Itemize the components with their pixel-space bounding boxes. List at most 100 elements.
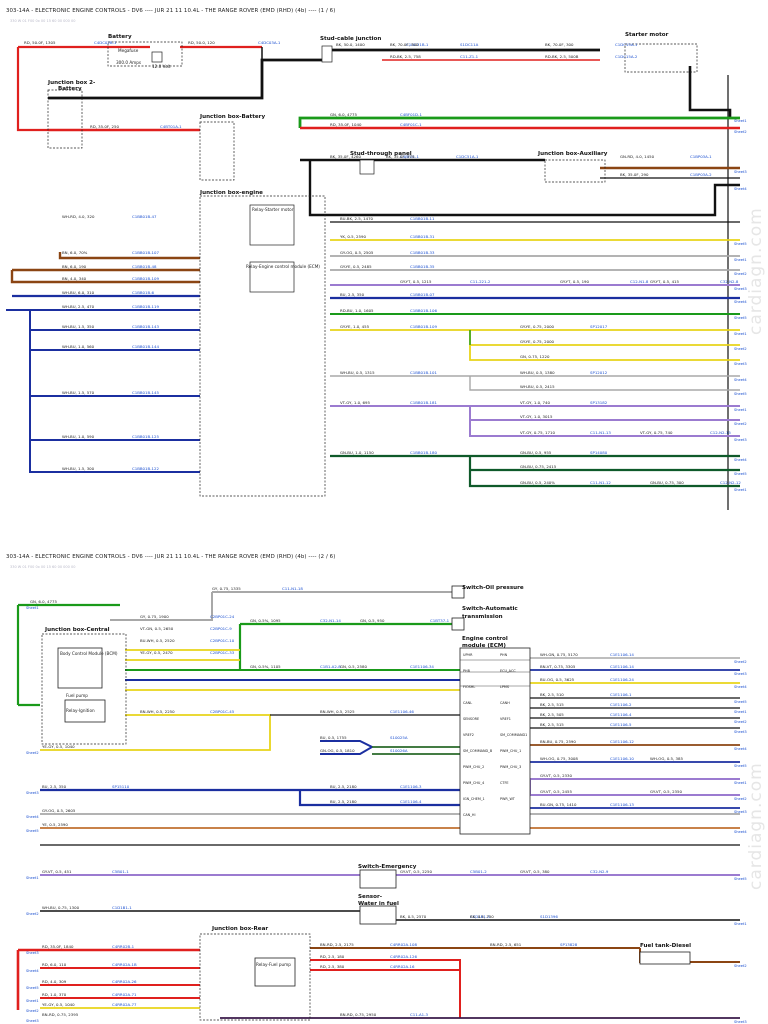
p1-wire-label: WH-BU, 1.0, 560	[62, 344, 95, 349]
sheet-ref-marker-left[interactable]: Sheet3	[26, 951, 39, 955]
sheet-ref-marker[interactable]: Sheet5	[734, 316, 747, 320]
sheet-ref-marker[interactable]: Sheet2	[734, 347, 747, 351]
sheet-ref-marker[interactable]: Sheet1	[734, 710, 747, 714]
sheet-ref-marker[interactable]: Sheet3	[734, 438, 747, 442]
p2-wire-label: RD, 4.0, 309	[42, 979, 67, 984]
sheet-ref-marker[interactable]: Sheet1	[734, 258, 747, 262]
p2-connector-id: C4RR02A-126	[390, 954, 417, 959]
p2-connector-id: C4RR02A-77	[112, 1002, 137, 1007]
sheet-ref-marker-left[interactable]: Sheet1	[26, 876, 39, 880]
sheet-ref-marker-left[interactable]: Sheet3	[26, 1019, 39, 1023]
sheet-ref-marker[interactable]: Sheet3	[734, 170, 747, 174]
sheet-ref-marker[interactable]: Sheet1	[734, 488, 747, 492]
p1-connector-id: C1BB01B-143	[132, 324, 160, 329]
sheet-ref-marker[interactable]: Sheet2	[734, 964, 747, 968]
sheet-ref-marker[interactable]: Sheet1	[734, 119, 747, 123]
water-sensor-box	[359, 905, 397, 925]
wire-starter-black-return	[688, 66, 732, 117]
sheet-ref-marker[interactable]: Sheet1	[734, 922, 747, 926]
sheet-ref-marker[interactable]: Sheet4	[734, 300, 747, 304]
sheet-ref-marker[interactable]: Sheet1	[734, 332, 747, 336]
sheet-ref-marker[interactable]: Sheet2	[734, 720, 747, 724]
sheet-ref-marker[interactable]: Sheet2	[734, 660, 747, 664]
p2-wire-label: BN-BU, 0.75, 2590	[540, 739, 576, 744]
jb-central-box	[41, 633, 127, 745]
sheet-ref-marker[interactable]: Sheet5	[734, 392, 747, 396]
sheet-ref-marker-left[interactable]: Sheet1	[26, 606, 39, 610]
p1-connector-id: C1BB01B-101	[410, 370, 438, 375]
sheet-ref-marker-left[interactable]: Sheet2	[26, 1009, 39, 1013]
p2-connector-id: C1E1106-4	[610, 712, 632, 717]
sheet-ref-marker-left[interactable]: Sheet4	[26, 815, 39, 819]
sheet-ref-marker[interactable]: Sheet4	[734, 187, 747, 191]
sheet-ref-marker[interactable]: Sheet3	[734, 730, 747, 734]
p1-connector-id: C1DC15A-1	[615, 42, 638, 47]
p1-connector-id: C1BB01B-122	[132, 466, 160, 471]
p2-connector-id: C4RR02A-1B	[112, 962, 137, 967]
sheet-ref-marker[interactable]: Sheet2	[734, 272, 747, 276]
p2-connector-id: C1D1B1-3	[470, 914, 490, 919]
label-relay-starter: Relay-Starter motor	[252, 207, 294, 212]
p1-wire-label: GY-YT, 0.5, 415	[650, 279, 680, 284]
page-title-2: 303-14A - ELECTRONIC ENGINE CONTROLS - D…	[6, 554, 336, 560]
p1-connector-id: C1BB01B-106	[410, 308, 438, 313]
sheet-ref-marker[interactable]: Sheet3	[734, 810, 747, 814]
p1-connector-id: C1BB01B-31	[410, 234, 435, 239]
sheet-ref-marker[interactable]: Sheet5	[734, 764, 747, 768]
p1-connector-id: SP12017	[590, 324, 608, 329]
sheet-ref-marker-left[interactable]: Sheet2	[26, 912, 39, 916]
sheet-ref-marker[interactable]: Sheet5	[734, 472, 747, 476]
wire-gn-bu-split	[330, 454, 740, 488]
sheet-ref-marker[interactable]: Sheet2	[734, 422, 747, 426]
p2-connector-id: C1E1106-3	[400, 784, 422, 789]
label-sensor-water-1: Sensor-	[358, 894, 383, 900]
p2-connector-id: C1E1106-24	[610, 677, 634, 682]
p1-wire-label: GN-BU, 0.75, 300	[650, 480, 684, 485]
p2-connector-id: C1E1106-46	[390, 709, 414, 714]
sheet-ref-marker[interactable]: Sheet3	[734, 362, 747, 366]
p1-connector-id: C1DC31B-1	[406, 42, 429, 47]
sheet-ref-marker-left[interactable]: Sheet3	[26, 791, 39, 795]
p2-connector-id: C4RR02A-108	[390, 942, 417, 947]
p1-connector-id: C4BF01-1	[400, 154, 419, 159]
sheet-ref-marker[interactable]: Sheet4	[734, 458, 747, 462]
sheet-ref-marker[interactable]: Sheet1	[734, 408, 747, 412]
sheet-ref-marker-left[interactable]: Sheet5	[26, 829, 39, 833]
sheet-ref-marker[interactable]: Sheet4	[734, 685, 747, 689]
sheet-ref-marker[interactable]: Sheet3	[734, 672, 747, 676]
p1-wire-label: RD-BU, 1.0, 1605	[340, 308, 374, 313]
p2-connector-id: C5B01-1	[112, 869, 129, 874]
sheet-ref-marker[interactable]: Sheet4	[734, 830, 747, 834]
label-relay-ecm: Relay-Engine control module (ECM)	[246, 264, 320, 269]
sheet-ref-marker-left[interactable]: Sheet2	[26, 751, 39, 755]
p1-connector-id: SP14080	[590, 450, 608, 455]
sheet-ref-marker-left[interactable]: Sheet5	[26, 986, 39, 990]
p2-wire-label: YE, 0.5, 2590	[42, 822, 68, 827]
p2-wire-label: BN-RD, 2.5, 2175	[320, 942, 354, 947]
relay-ignition-box	[64, 699, 106, 723]
ecm-pin-label: LPMS	[500, 685, 509, 689]
sheet-ref-marker[interactable]: Sheet4	[734, 378, 747, 382]
p2-wire-label: GY-VT, 0.5, 2330	[540, 773, 573, 778]
p1-wire-label: BN, 4.0, 340	[62, 276, 87, 281]
sheet-ref-marker[interactable]: Sheet1	[734, 781, 747, 785]
sheet-ref-marker[interactable]: Sheet2	[734, 130, 747, 134]
sheet-ref-marker[interactable]: Sheet5	[734, 700, 747, 704]
ecm-pin-label: VREF1	[500, 717, 511, 721]
p1-wire-label: GY-OG, 0.5, 2505	[340, 250, 374, 255]
p1-connector-id: C1BB01B-119	[132, 304, 160, 309]
p1-wire-label: GN-BU, 0.5, 955	[520, 450, 552, 455]
sheet-ref-marker[interactable]: Sheet4	[734, 747, 747, 751]
sheet-ref-marker[interactable]: Sheet2	[734, 797, 747, 801]
wire-red-p2	[16, 948, 200, 1010]
label-switch-emergency: Switch-Emergency	[358, 864, 417, 870]
wire-wh-bu-water	[40, 910, 740, 921]
sheet-ref-marker[interactable]: Sheet3	[734, 287, 747, 291]
sheet-ref-marker[interactable]: Sheet5	[734, 242, 747, 246]
sheet-ref-marker-left[interactable]: Sheet4	[26, 969, 39, 973]
p1-connector-id: S1DC11A	[460, 42, 479, 47]
p1-connector-id: C1BB01B-125	[132, 434, 160, 439]
sheet-ref-marker[interactable]: Sheet3	[734, 1020, 747, 1024]
sheet-ref-marker-left[interactable]: Sheet1	[26, 999, 39, 1003]
sheet-ref-marker[interactable]: Sheet5	[734, 877, 747, 881]
